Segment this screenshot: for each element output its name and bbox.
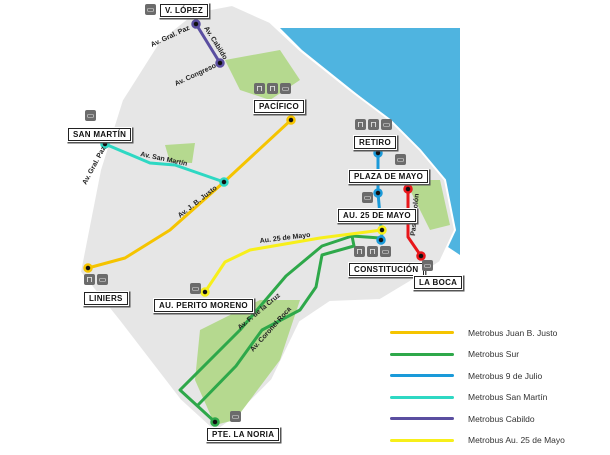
train-icon: ⊓ — [355, 119, 366, 130]
river — [280, 28, 460, 255]
legend-item: Metrobus Paseo Colón — [390, 451, 565, 455]
train-icon: ⊓ — [368, 119, 379, 130]
station-label[interactable]: PTE. LA NORIA — [207, 428, 280, 441]
legend-swatch — [390, 438, 454, 442]
route-paseo-colon — [406, 187, 423, 258]
station-icons: ⊓⊓▭ — [355, 119, 392, 130]
station-icons: ▭ — [145, 4, 156, 15]
legend-label: Metrobus San Martín — [468, 392, 548, 403]
train-icon: ⊓ — [254, 83, 265, 94]
station-icons: ▭ — [395, 154, 406, 165]
route-san-martin — [103, 142, 226, 184]
station-label[interactable]: PLAZA DE MAYO — [349, 170, 429, 183]
station-icons: ⊓▭ — [84, 274, 108, 285]
station-label[interactable]: SAN MARTÍN — [68, 128, 132, 141]
stop-marker[interactable] — [376, 235, 386, 245]
bus-icon: ▭ — [190, 283, 201, 294]
park — [195, 300, 300, 425]
stop-marker[interactable] — [191, 19, 201, 29]
stop-marker[interactable] — [210, 417, 220, 427]
legend-item: Metrobus Au. 25 de Mayo — [390, 430, 565, 452]
legend-swatch — [390, 417, 454, 421]
stop-marker[interactable] — [373, 148, 383, 158]
stop-marker[interactable] — [416, 251, 426, 261]
train-icon: ⊓ — [84, 274, 95, 285]
bus-icon: ▭ — [145, 4, 156, 15]
station-icons: ⊓⊓▭ — [354, 246, 391, 257]
bus-icon: ▭ — [395, 154, 406, 165]
legend-label: Metrobus Juan B. Justo — [468, 327, 558, 338]
station-icons: ▭ — [362, 192, 373, 203]
bus-icon: ▭ — [280, 83, 291, 94]
station-label[interactable]: RETIRO — [354, 136, 397, 149]
station-icons: ⊓⊓▭ — [254, 83, 291, 94]
route-cabildo — [194, 22, 222, 65]
train-icon: ⊓ — [354, 246, 365, 257]
station-label[interactable]: AU. 25 DE MAYO — [338, 209, 416, 222]
stop-marker[interactable] — [219, 177, 229, 187]
station-label[interactable]: PACÍFICO — [254, 100, 305, 113]
legend-label: Metrobus Cabildo — [468, 413, 535, 424]
bus-icon: ▭ — [380, 246, 391, 257]
bus-icon: ▭ — [422, 260, 433, 271]
station-label[interactable]: CONSTITUCIÓN — [349, 263, 424, 276]
legend-swatch — [390, 395, 454, 399]
stop-marker[interactable] — [83, 263, 93, 273]
stop-marker[interactable] — [200, 287, 210, 297]
bus-icon: ▭ — [362, 192, 373, 203]
legend-item: Metrobus Cabildo — [390, 408, 565, 430]
legend-item: Metrobus San Martín — [390, 387, 565, 409]
train-icon: ⊓ — [267, 83, 278, 94]
route-sur — [196, 234, 356, 407]
stop-marker[interactable] — [377, 225, 387, 235]
station-icons: ▭ — [422, 260, 433, 271]
bus-icon: ▭ — [381, 119, 392, 130]
station-icons: ▭ — [190, 283, 201, 294]
legend-item: Metrobus Juan B. Justo — [390, 322, 565, 344]
park — [405, 180, 450, 230]
station-label[interactable]: LINIERS — [84, 292, 128, 305]
legend-swatch — [390, 374, 454, 378]
station-icons: ▭ — [85, 110, 96, 121]
bus-icon: ▭ — [85, 110, 96, 121]
train-icon: ⊓ — [367, 246, 378, 257]
park — [165, 143, 195, 163]
stop-marker[interactable] — [215, 58, 225, 68]
stop-marker[interactable] — [286, 115, 296, 125]
legend-label: Metrobus 9 de Julio — [468, 370, 543, 381]
legend-swatch — [390, 352, 454, 356]
bus-icon: ▭ — [97, 274, 108, 285]
legend-label: Metrobus Au. 25 de Mayo — [468, 435, 565, 446]
legend-item: Metrobus Sur — [390, 344, 565, 366]
legend-swatch — [390, 331, 454, 335]
route-jb-justo — [86, 118, 293, 270]
station-icons: ▭ — [230, 411, 241, 422]
legend-label: Metrobus Sur — [468, 349, 520, 360]
stop-marker[interactable] — [373, 188, 383, 198]
route-au-25-de-mayo — [203, 228, 384, 294]
station-label[interactable]: V. LÓPEZ — [160, 4, 209, 17]
stop-marker[interactable] — [403, 184, 413, 194]
bus-icon: ▭ — [230, 411, 241, 422]
station-label[interactable]: LA BOCA — [414, 276, 463, 289]
legend-item: Metrobus 9 de Julio — [390, 365, 565, 387]
city-area — [78, 3, 457, 434]
station-label[interactable]: AU. PERITO MORENO — [154, 299, 253, 312]
